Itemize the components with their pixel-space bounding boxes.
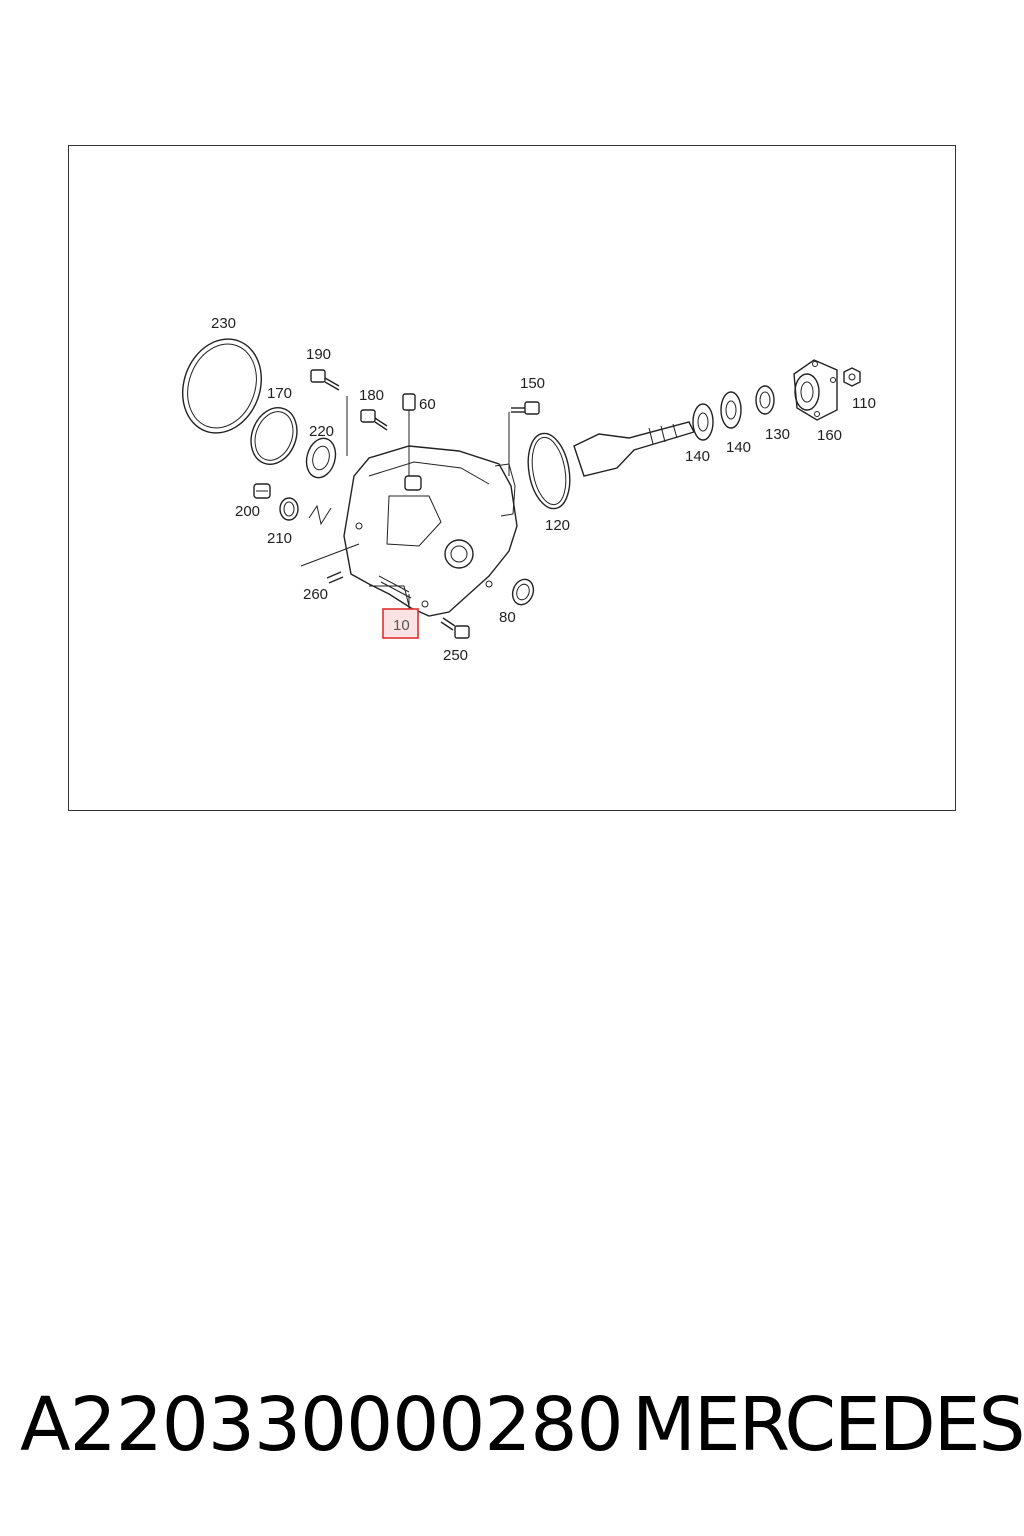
label-140-b: 140 [726,439,751,456]
label-130: 130 [765,426,790,443]
part-140-bearing-b [720,391,742,429]
part-80-seal [511,578,535,606]
exploded-parts-diagram: 230 190 170 180 60 150 220 110 160 130 1… [181,315,876,664]
label-160: 160 [817,427,842,444]
part-200-plug [253,483,271,499]
parts-diagram-frame: 230 190 170 180 60 150 220 110 160 130 1… [68,145,956,811]
part-180-bolt [360,409,388,431]
label-250: 250 [443,647,468,664]
part-130-seal [755,385,775,415]
label-150: 150 [520,375,545,392]
part-10-housing [343,445,518,617]
part-230-oring [181,338,263,434]
label-180: 180 [359,387,384,404]
part-140-bearing-a [692,403,714,441]
highlight-box-10[interactable] [382,608,419,639]
part-number-text: A220330000280 [20,1382,624,1468]
part-220-bearing [305,437,337,479]
part-250-bolt [440,617,470,639]
label-110: 110 [852,395,876,412]
label-170: 170 [267,385,292,402]
part-260-pin [300,504,360,584]
product-caption: A220330000280 MERCEDES [0,1380,1024,1470]
label-10[interactable]: 10 [393,617,410,634]
label-190: 190 [306,346,331,363]
part-190-bolt [310,369,348,456]
label-220: 220 [309,423,334,440]
part-150-bolt [508,401,540,476]
part-110-nut [843,367,861,387]
part-170-ring [250,407,298,465]
part-160-flange [793,359,838,421]
brand-text: MERCEDES [632,1382,1024,1468]
label-260: 260 [303,586,328,603]
label-140-a: 140 [685,448,710,465]
label-200: 200 [235,503,260,520]
label-60: 60 [419,396,436,413]
label-80: 80 [499,609,516,626]
part-60-screw [402,393,416,476]
label-230: 230 [211,315,236,332]
pinion-shaft [573,421,695,477]
label-210: 210 [267,530,292,547]
label-120: 120 [545,517,570,534]
part-210-seal [279,497,299,521]
part-120-oring [527,432,571,510]
